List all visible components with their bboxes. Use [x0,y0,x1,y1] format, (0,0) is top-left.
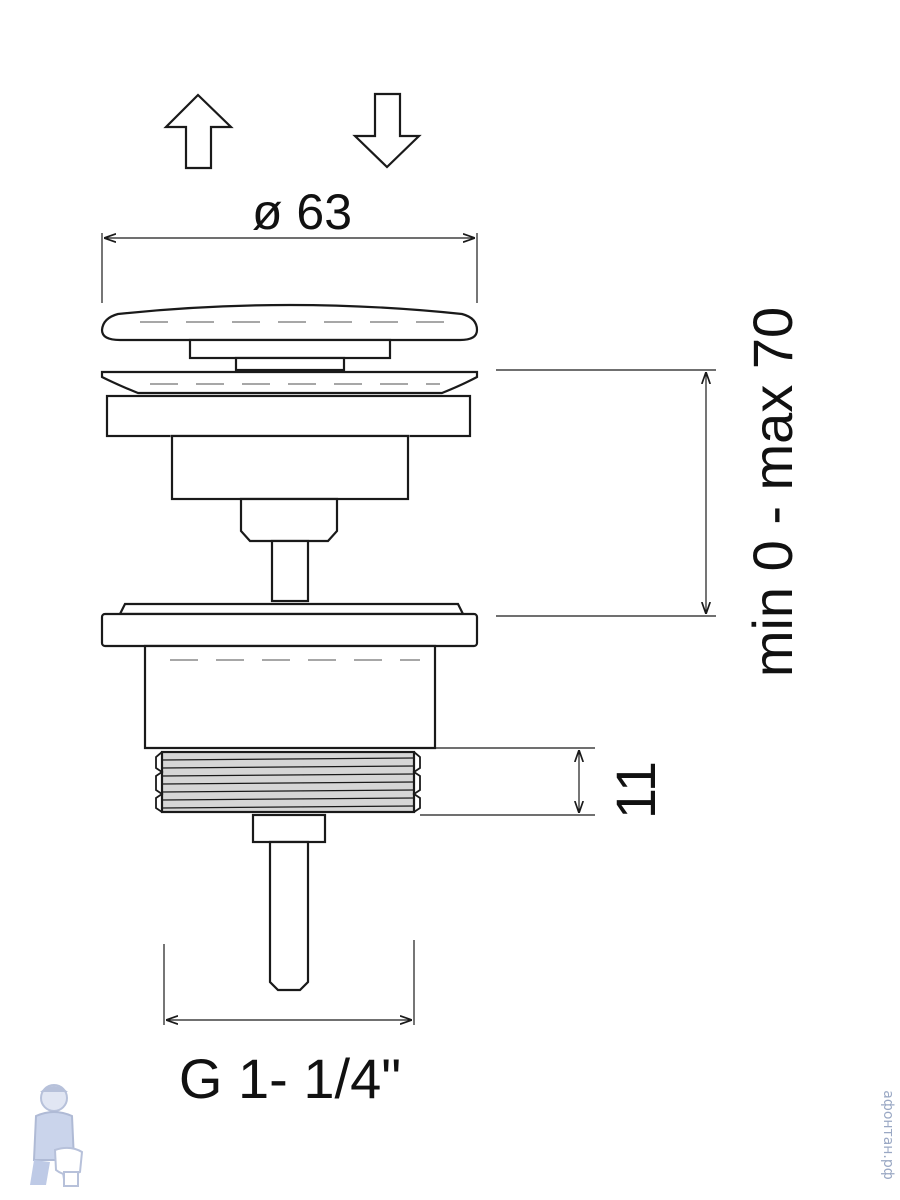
thread-height-label: 11 [604,761,667,819]
stem-lower [251,813,327,992]
watermark-text: афонтан.рф [880,1090,896,1179]
thread-size-dimension: G 1- 1/4" [163,940,415,1110]
diameter-label: ø 63 [252,184,352,240]
plumber-mascot-icon [30,1084,84,1187]
arrow-down-icon [352,92,422,169]
upper-flange [100,370,479,395]
thread-section [155,750,421,814]
diameter-dimension: ø 63 [101,184,478,303]
stroke-dimension: min 0 - max 70 [496,307,804,677]
thread-height-dimension: 11 [420,747,667,819]
arrow-up-icon [163,93,234,170]
stem-upper [239,497,339,603]
stroke-range-label: min 0 - max 70 [741,307,804,677]
drain-cap [100,303,479,372]
thread-size-label: G 1- 1/4" [179,1047,401,1110]
body-ring [105,394,472,438]
lower-body [143,644,437,750]
inner-housing [170,434,410,501]
lower-flange [100,602,479,648]
